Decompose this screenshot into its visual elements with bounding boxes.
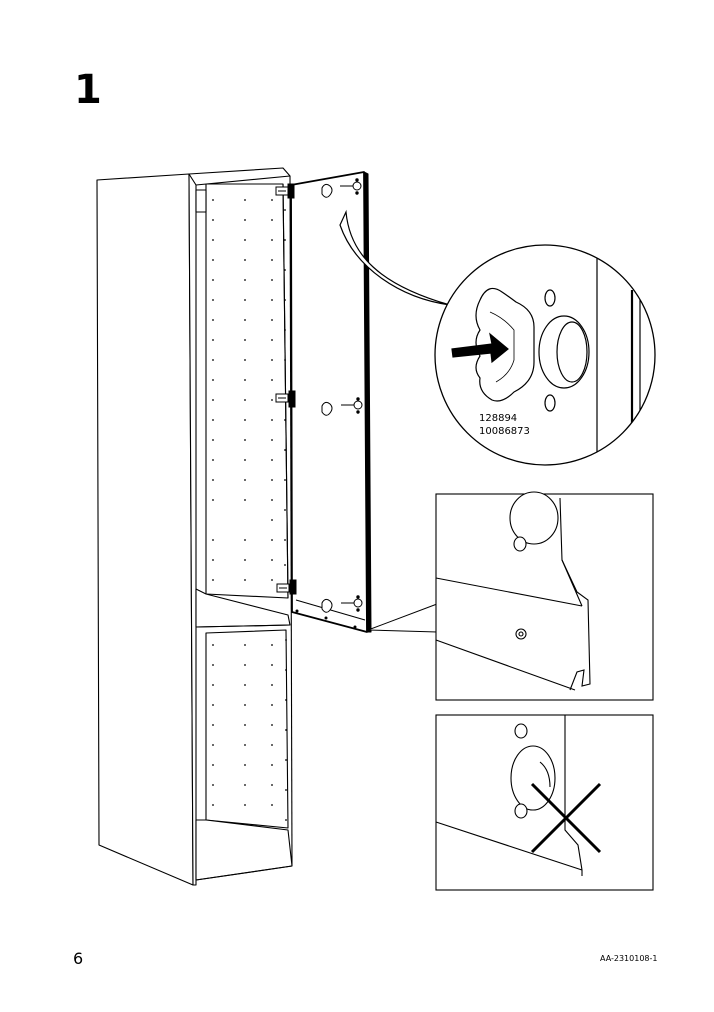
cabinet-shelf <box>195 588 291 628</box>
hinge-cup-part <box>475 287 535 402</box>
door-cup-middle <box>321 397 363 416</box>
hole-column-left <box>212 199 214 806</box>
cabinet-bottom <box>195 819 293 881</box>
zoom-callout: 128894 10086873 <box>434 244 656 466</box>
step-number: 1 <box>74 67 102 113</box>
cabinet-top <box>188 167 291 186</box>
hole-column-front <box>284 209 287 821</box>
door-cup-bottom <box>321 595 363 613</box>
cross-icon <box>530 782 602 854</box>
document-code: AA-2310108-1 <box>600 954 658 963</box>
cabinet-left-side <box>96 173 194 886</box>
hinges <box>275 183 297 595</box>
part-number-2: 10086873 <box>479 426 530 437</box>
cabinet-back-panel <box>205 183 289 599</box>
door <box>290 171 372 633</box>
arrow-icon <box>451 332 509 364</box>
door-cup-top <box>321 178 362 198</box>
detail-correct <box>367 491 654 701</box>
page-number: 6 <box>73 949 84 968</box>
hinge-top <box>275 183 295 199</box>
door-edge <box>363 171 372 633</box>
detail-pointer <box>367 603 438 633</box>
cabinet-lower-back <box>205 629 289 829</box>
cabinet <box>96 167 293 886</box>
hinge-bottom <box>276 579 297 595</box>
detail-incorrect <box>435 714 654 891</box>
hinge-middle <box>275 390 296 408</box>
door-hinge-cups <box>321 178 363 613</box>
hole-column-middle <box>244 199 246 806</box>
shelf-holes <box>212 199 287 821</box>
part-number-1: 128894 <box>479 413 517 424</box>
hole-column-right <box>271 199 273 806</box>
